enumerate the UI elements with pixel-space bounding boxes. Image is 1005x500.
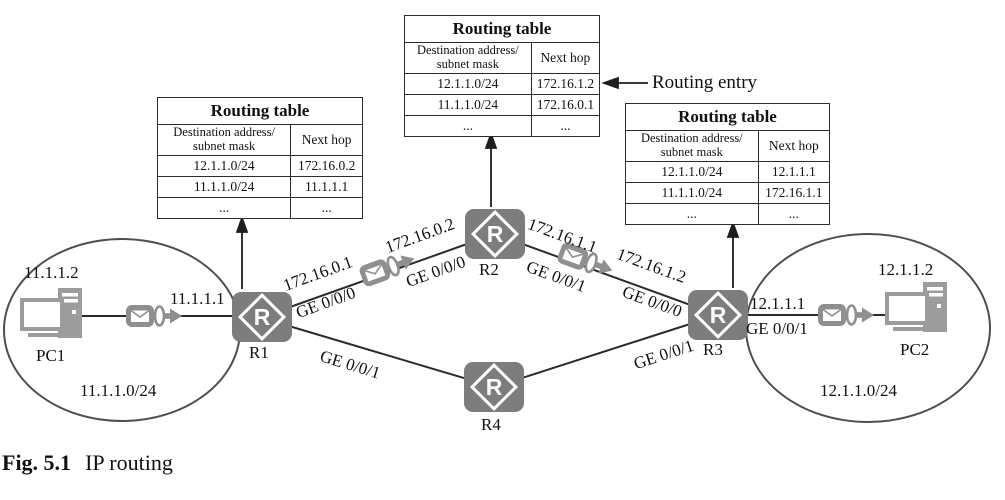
router-r1: R bbox=[232, 292, 292, 342]
table-row: ...... bbox=[625, 203, 831, 225]
pc1-ip-label: 11.1.1.2 bbox=[24, 263, 79, 282]
router-r2: R bbox=[465, 209, 525, 259]
link-label-r3pc2-ip: 12.1.1.1 bbox=[750, 294, 806, 313]
column-header-destination: Destination address/ subnet mask bbox=[404, 42, 532, 74]
pc2-icon bbox=[885, 282, 947, 332]
column-header-next-hop: Next hop bbox=[530, 42, 601, 74]
router-label-r1: R1 bbox=[249, 343, 269, 362]
arrow-r1-to-table bbox=[235, 215, 249, 233]
pc2-name-label: PC2 bbox=[900, 340, 930, 359]
svg-text:R: R bbox=[710, 302, 727, 328]
router-icon: R bbox=[465, 209, 525, 259]
router-label-r2: R2 bbox=[479, 260, 499, 279]
table-row: ...... bbox=[404, 115, 601, 137]
router-icon: R bbox=[232, 292, 292, 342]
network-left-label: 11.1.1.0/24 bbox=[80, 381, 157, 400]
routing-table-r2: Routing table Destination address/ subne… bbox=[404, 15, 601, 137]
router-label-r4: R4 bbox=[481, 415, 501, 434]
router-icon: R bbox=[688, 290, 748, 340]
router-r3: R bbox=[688, 290, 748, 340]
routing-table-title: Routing table bbox=[157, 97, 363, 125]
column-header-destination: Destination address/ subnet mask bbox=[625, 130, 759, 162]
column-header-next-hop: Next hop bbox=[757, 130, 831, 162]
link-label-pc1-gateway-ip: 11.1.1.1 bbox=[170, 289, 225, 308]
figure-title: IP routing bbox=[85, 450, 173, 475]
routing-table-title: Routing table bbox=[404, 15, 600, 43]
column-header-next-hop: Next hop bbox=[290, 124, 363, 156]
column-header-destination: Destination address/ subnet mask bbox=[156, 124, 292, 156]
packet-icon bbox=[557, 242, 613, 274]
routing-table-r3: Routing table Destination address/ subne… bbox=[625, 103, 831, 225]
routing-table-r1: Routing table Destination address/ subne… bbox=[156, 97, 363, 219]
router-r4: R bbox=[464, 362, 524, 412]
link-label-r3pc2-if: GE 0/0/1 bbox=[746, 319, 808, 338]
network-right-label: 12.1.1.0/24 bbox=[820, 381, 897, 400]
arrow-r2-to-table bbox=[484, 131, 498, 149]
svg-text:R: R bbox=[486, 374, 503, 400]
packet-icon bbox=[818, 304, 874, 326]
pc1-name-label: PC1 bbox=[36, 346, 66, 365]
routing-entry-label: Routing entry bbox=[652, 72, 758, 93]
router-label-r3: R3 bbox=[703, 340, 723, 359]
svg-text:R: R bbox=[487, 221, 504, 247]
figure-caption: Fig. 5.1 IP routing bbox=[2, 450, 173, 476]
svg-text:R: R bbox=[254, 304, 271, 330]
pc2-ip-label: 12.1.1.2 bbox=[878, 260, 934, 279]
arrow-r3-to-table bbox=[726, 220, 740, 238]
figure-number: Fig. 5.1 bbox=[2, 450, 72, 475]
routing-table-title: Routing table bbox=[625, 103, 830, 131]
pc1-icon bbox=[20, 288, 82, 338]
router-icon: R bbox=[464, 362, 524, 412]
packet-icon bbox=[359, 255, 415, 287]
arrow-routing-entry bbox=[601, 76, 619, 90]
table-row: ...... bbox=[156, 197, 363, 219]
packet-icon bbox=[126, 305, 182, 327]
